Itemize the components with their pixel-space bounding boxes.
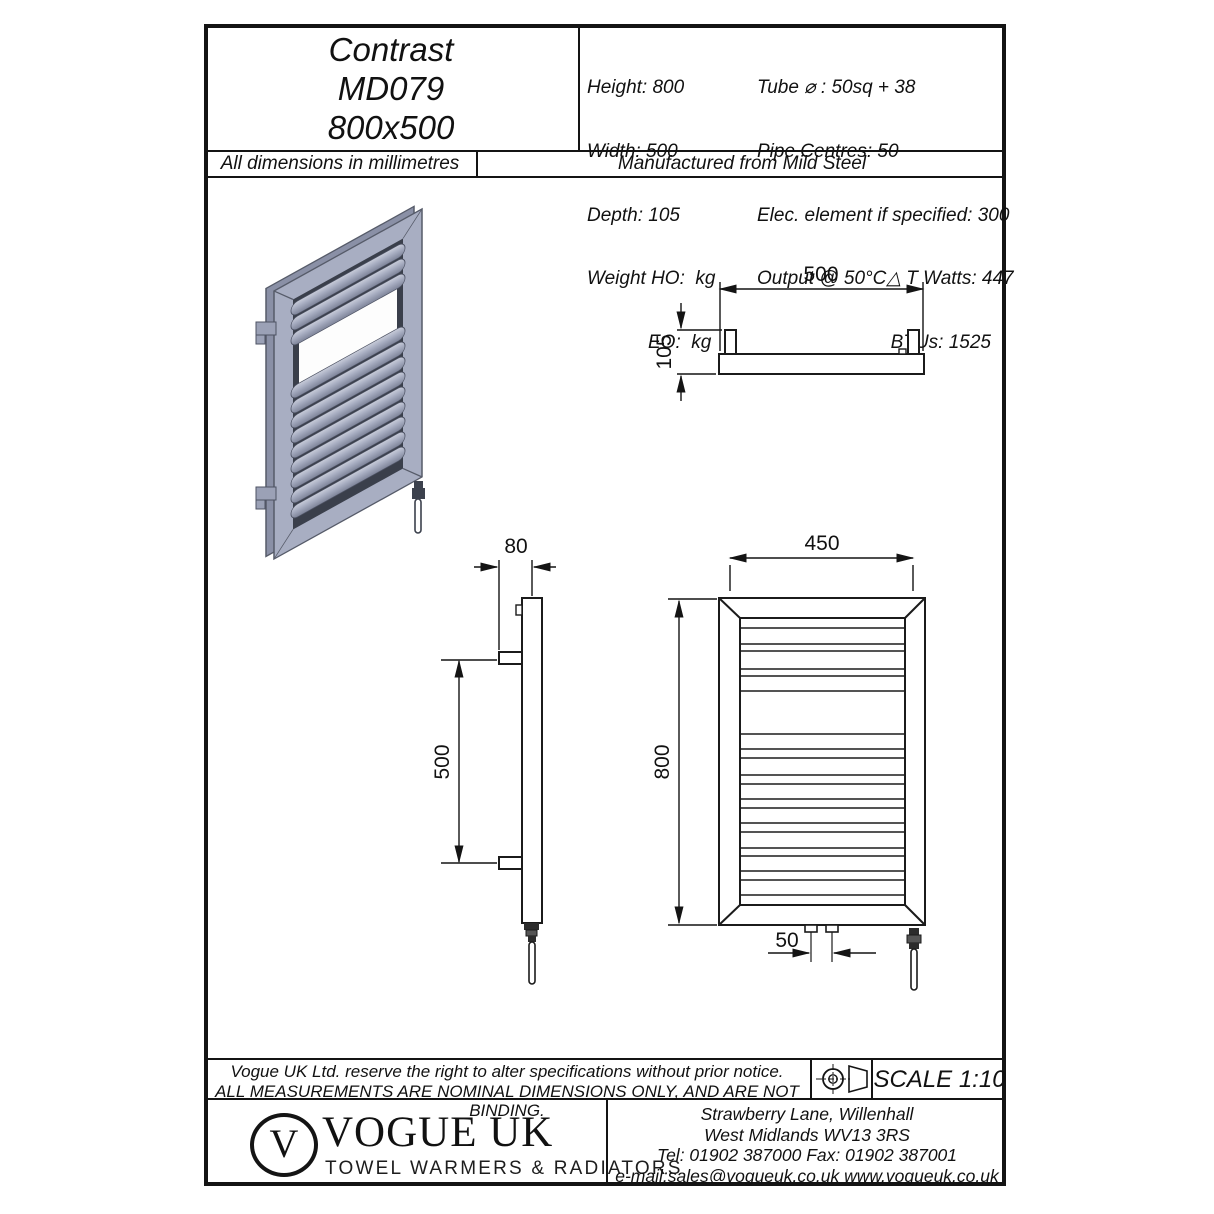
first-angle-projection-icon (816, 1064, 868, 1094)
top-view-dim-500 (718, 282, 925, 351)
top-view-depth-label: 105 (653, 334, 676, 369)
product-name: Contrast (328, 31, 454, 68)
side-view-dim-80 (474, 560, 556, 650)
model-code: MD079 (337, 70, 445, 107)
spec-column-left: Height: 800 Width: 500 Depth: 105 Weight… (587, 35, 715, 395)
spec-width: Width: 500 (587, 141, 678, 163)
front-view-dim-800 (668, 598, 717, 926)
top-view-dim-105 (676, 303, 722, 401)
disclaimer-line-1: Vogue UK Ltd. reserve the right to alter… (230, 1062, 784, 1081)
iso-electric-element (412, 481, 425, 534)
material-note: Manufactured from Mild Steel (478, 152, 1006, 178)
iso-wall-brackets (255, 321, 277, 510)
scale-label: SCALE 1:10 (873, 1058, 1006, 1100)
iso-towel-gap (299, 288, 397, 384)
title-block: Contrast MD079 800x500 (204, 24, 580, 152)
disclaimer-block: Vogue UK Ltd. reserve the right to alter… (204, 1058, 812, 1120)
logo-name: VOGUE UK (322, 1109, 554, 1156)
address-line-3: Tel: 01902 387000 Fax: 01902 387001 (656, 1145, 958, 1165)
spec-depth: Depth: 105 (587, 204, 680, 226)
technical-drawing: 500 105 80 500 (255, 205, 926, 991)
top-view-width-label: 500 (803, 263, 838, 286)
front-view-bracket-centres-label: 450 (804, 532, 839, 555)
front-view (718, 597, 926, 926)
units-note: All dimensions in millimetres (204, 152, 478, 178)
spec-tube: Tube ⌀ : 50sq + 38 (757, 77, 916, 99)
spec-weight-eo: EO: kg (648, 331, 712, 353)
logo-monogram-circle: V (250, 1113, 318, 1177)
spec-block: Height: 800 Width: 500 Depth: 105 Weight… (580, 24, 1014, 353)
front-view-dim-450 (728, 553, 915, 591)
spec-pipe-centres: Pipe Centres: 50 (757, 141, 899, 163)
address-line-1: Strawberry Lane, Willenhall (700, 1104, 914, 1124)
projection-symbol-cell (812, 1058, 873, 1100)
spec-height: Height: 800 (587, 77, 685, 99)
front-view-height-label: 800 (651, 744, 674, 779)
top-view (718, 329, 925, 375)
spec-output: Output @ 50°C△ T Watts: 447 (757, 268, 1014, 290)
address-block: Strawberry Lane, Willenhall West Midland… (608, 1100, 1006, 1186)
iso-tubes (290, 243, 406, 519)
spec-column-right: Tube ⌀ : 50sq + 38 Pipe Centres: 50 Elec… (757, 35, 1014, 395)
address-line-4: e-mail:sales@vogueuk.co.uk www.vogueuk.c… (615, 1165, 999, 1186)
side-view-dim-500 (441, 659, 497, 864)
spec-elec-element: Elec. element if specified: 300 (757, 204, 1010, 226)
side-view (498, 597, 543, 924)
logo-monogram: V (269, 1121, 299, 1166)
front-view-electric-element (906, 928, 922, 991)
disclaimer-line-2: ALL MEASUREMENTS ARE NOMINAL DIMENSIONS … (215, 1081, 799, 1121)
side-view-wall-distance-label: 80 (504, 535, 527, 558)
logo-tagline: TOWEL WARMERS & RADIATORS (325, 1158, 683, 1179)
front-view-pipe-centres-label: 50 (775, 929, 798, 952)
front-view-tubes (740, 627, 905, 896)
side-view-bracket-centres-label: 500 (431, 744, 454, 779)
address-line-2: West Midlands WV13 3RS (704, 1124, 910, 1145)
isometric-view (255, 205, 425, 561)
front-view-pipe-stubs (804, 924, 839, 962)
spec-weight-ho: Weight HO: kg (587, 268, 716, 290)
side-view-electric-element (524, 923, 539, 985)
product-size: 800x500 (327, 109, 455, 146)
logo-block: V VOGUE UK TOWEL WARMERS & RADIATORS (204, 1100, 680, 1182)
